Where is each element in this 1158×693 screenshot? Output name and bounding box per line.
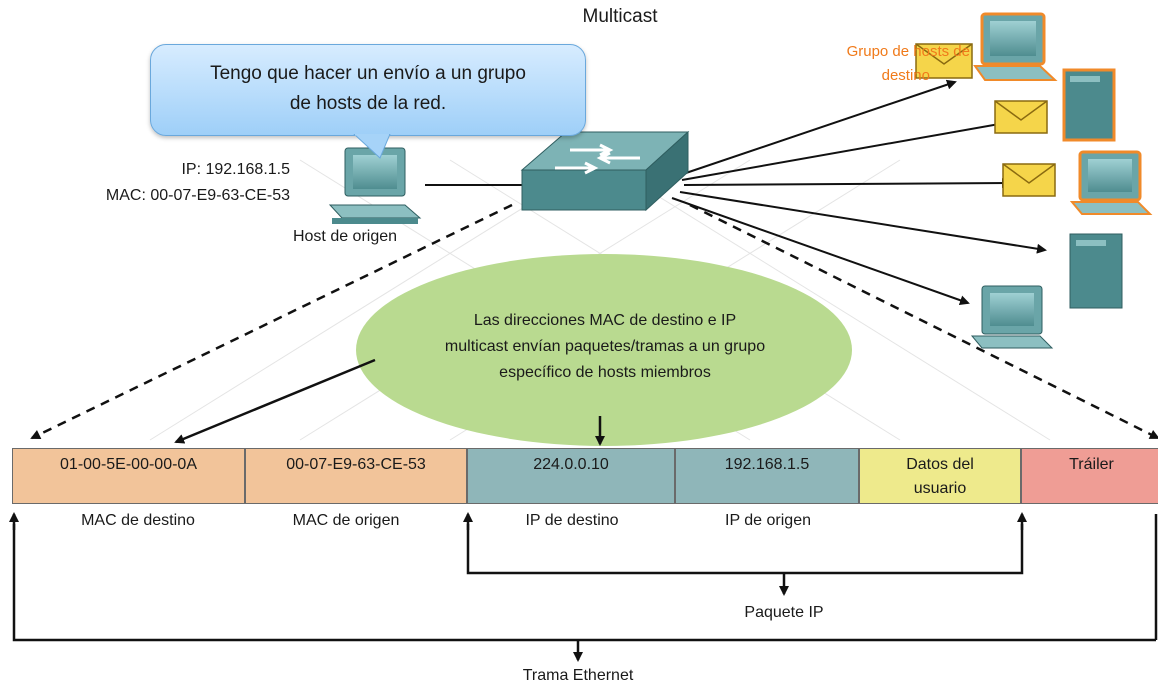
nonmember-server-icon [1069, 233, 1123, 309]
bubble-tail [353, 134, 391, 159]
source-mac: MAC: 00-07-E9-63-CE-53 [105, 187, 290, 204]
dest-server-1-icon [1062, 68, 1116, 142]
field-src-mac: 00-07-E9-63-CE-53 [245, 448, 467, 504]
ellipse-line-2: multicast envían paquetes/tramas a un gr… [444, 338, 766, 355]
packet-bracket [463, 512, 1027, 596]
packet-ip-label: Paquete IP [744, 604, 824, 621]
envelope-icon-3 [1002, 163, 1056, 197]
label-src-ip: IP de origen [725, 512, 811, 529]
ellipse-line-1: Las direcciones MAC de destino e IP [473, 312, 737, 329]
group-label-line-1: Grupo de hosts de [846, 43, 970, 60]
ellipse-arrow-left [174, 358, 376, 444]
speech-bubble: Tengo que hacer un envío a un grupo de h… [150, 44, 586, 136]
source-host-label: Host de origen [292, 228, 398, 245]
field-dest-ip: 224.0.0.10 [467, 448, 675, 504]
multicast-arrows [671, 79, 1047, 306]
source-ip: IP: 192.168.1.5 [181, 161, 290, 178]
label-dest-ip: IP de destino [525, 512, 619, 529]
dest-pc-1-icon [973, 12, 1058, 81]
ethernet-frame: 01-00-5E-00-00-0A 00-07-E9-63-CE-53 224.… [12, 448, 1158, 504]
envelope-icon-2 [994, 100, 1048, 134]
info-ellipse [356, 254, 852, 446]
frame-bracket [9, 512, 1158, 662]
ellipse-text: Las direcciones MAC de destino e IP mult… [370, 308, 840, 386]
dest-pc-2-icon [1069, 150, 1153, 215]
field-trailer: Tráiler [1021, 448, 1158, 504]
label-src-mac: MAC de origen [292, 512, 400, 529]
source-host-info: IP: 192.168.1.5 MAC: 00-07-E9-63-CE-53 [40, 157, 290, 209]
dashed-arrows [30, 203, 1158, 440]
ellipse-line-3: específico de hosts miembros [499, 364, 711, 381]
ethernet-frame-label: Trama Ethernet [522, 667, 634, 684]
envelope-icons [915, 43, 1056, 197]
field-src-ip: 192.168.1.5 [675, 448, 859, 504]
nonmember-pc-icon [970, 285, 1054, 349]
group-label-line-2: destino [881, 67, 930, 84]
group-label: Grupo de hosts de destino [740, 40, 970, 88]
source-pc-icon [328, 147, 422, 224]
bubble-line-1: Tengo que hacer un envío a un grupo [210, 63, 526, 84]
field-dest-mac: 01-00-5E-00-00-0A [12, 448, 245, 504]
diagram-title: Multicast [582, 6, 658, 27]
bubble-line-2: de hosts de la red. [289, 93, 447, 114]
label-dest-mac: MAC de destino [81, 512, 195, 529]
field-user-data: Datos del usuario [859, 448, 1021, 504]
envelope-icon-1 [915, 43, 973, 79]
switch-icon [520, 130, 690, 212]
